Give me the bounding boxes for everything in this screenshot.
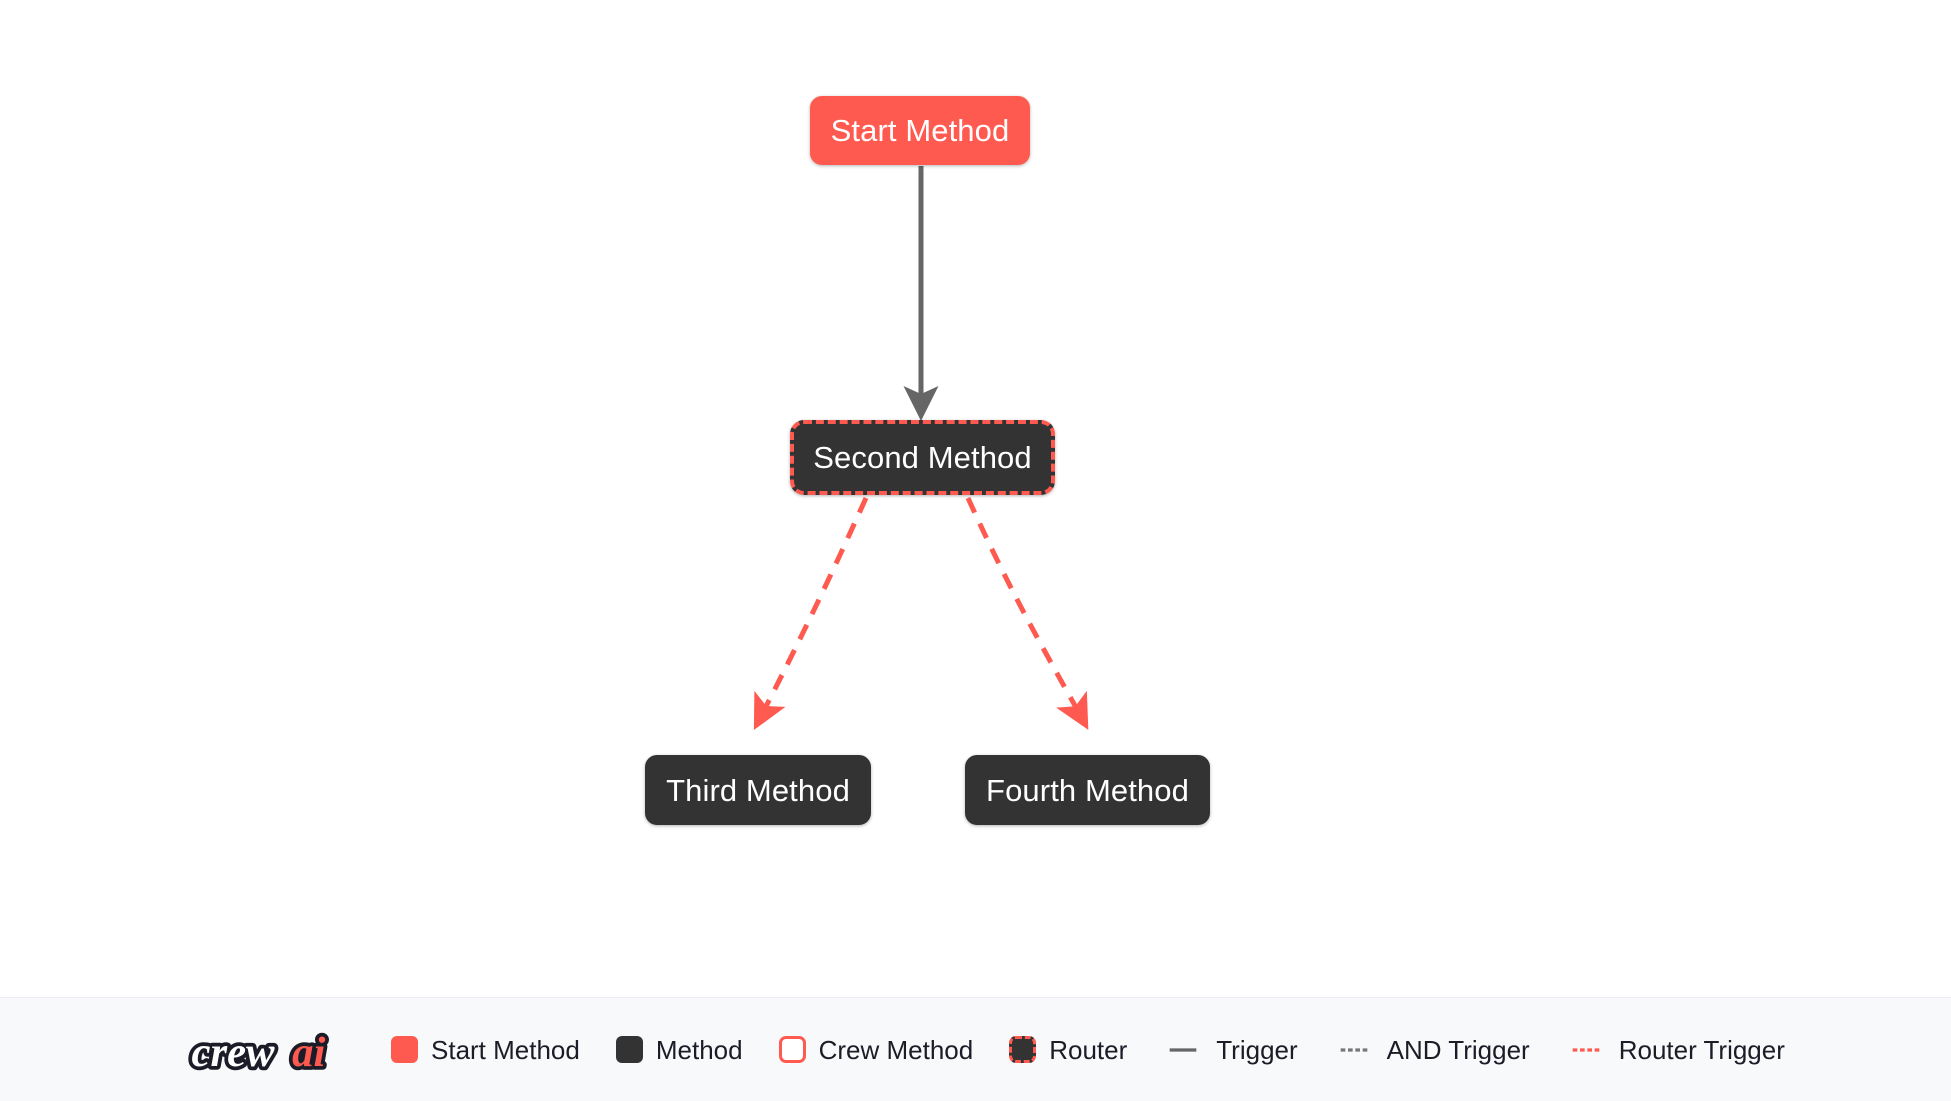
node-third-method[interactable]: Third Method [645, 755, 871, 825]
node-label: Third Method [666, 772, 850, 808]
legend-item-start-method: Start Method [391, 1036, 580, 1063]
legend-label: Trigger [1216, 1034, 1298, 1065]
and-trigger-line-icon [1340, 1047, 1367, 1052]
logo-text-ai-outline: ai [292, 1028, 325, 1075]
legend-item-trigger: Trigger [1163, 1034, 1298, 1065]
logo-text-ai: ai [292, 1028, 325, 1075]
node-label: Fourth Method [986, 772, 1189, 808]
trigger-line-icon [1169, 1047, 1197, 1052]
edge-second-to-third [753, 496, 869, 730]
legend-label: AND Trigger [1386, 1034, 1530, 1065]
logo-text-crew: crew [192, 1028, 276, 1075]
node-second-method[interactable]: Second Method [790, 420, 1055, 495]
flow-canvas[interactable]: Start Method Second Method Third Method … [0, 0, 1951, 997]
legend-label: Crew Method [818, 1034, 974, 1065]
legend-item-and-trigger: AND Trigger [1334, 1037, 1530, 1063]
router-trigger-line-icon [1572, 1047, 1600, 1052]
edge-second-to-fourth [965, 496, 1089, 730]
legend-item-router: Router [1009, 1036, 1127, 1063]
logo-text-crew-outline: crew [192, 1028, 276, 1075]
crew-method-swatch-icon [778, 1036, 806, 1063]
legend-label: Start Method [431, 1034, 580, 1065]
node-label: Start Method [830, 113, 1010, 148]
legend-label: Method [655, 1034, 743, 1065]
legend-label: Router Trigger [1618, 1034, 1785, 1065]
legend-item-router-trigger: Router Trigger [1566, 1037, 1785, 1063]
method-swatch-icon [615, 1036, 643, 1063]
start-method-swatch-icon [391, 1036, 418, 1063]
node-label: Second Method [813, 440, 1032, 475]
legend-bar: crew crew ai ai Start Method Method Crew… [0, 997, 1951, 1101]
router-swatch-icon [1009, 1036, 1037, 1063]
node-start-method[interactable]: Start Method [810, 96, 1030, 165]
legend-item-crew-method: Crew Method [778, 1034, 974, 1065]
legend-item-method: Method [615, 1034, 743, 1065]
legend-label: Router [1049, 1034, 1128, 1065]
node-fourth-method[interactable]: Fourth Method [965, 755, 1210, 825]
crewai-logo: crew crew ai ai [188, 1025, 330, 1080]
